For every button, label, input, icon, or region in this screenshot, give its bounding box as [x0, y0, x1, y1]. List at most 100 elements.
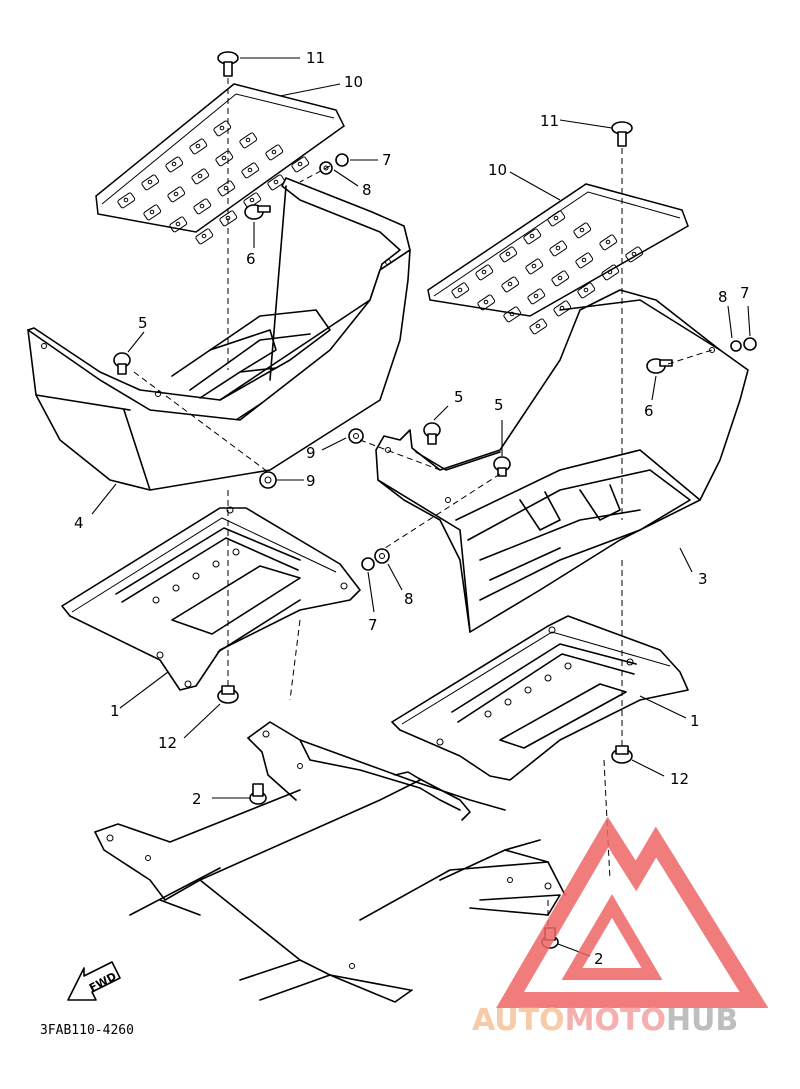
pad-cleat-hole	[607, 269, 613, 275]
part-label-2b: 2	[594, 950, 604, 968]
pad-cleat	[217, 180, 236, 197]
watermark: AUTOMOTOHUB	[472, 816, 769, 1038]
pad-cleat	[241, 162, 260, 179]
pad-cleat-hole	[583, 287, 589, 293]
bolt-5-left-icon	[113, 352, 131, 375]
pad-cleat-hole	[535, 323, 541, 329]
part-label-12b: 12	[670, 770, 689, 788]
nut-7-middle-icon	[361, 557, 375, 571]
watermark-logo-icon	[496, 816, 769, 1008]
pad-cleat	[213, 120, 232, 137]
watermark-hub: HUB	[666, 1003, 738, 1038]
pad-cleat-hole	[123, 197, 129, 203]
pad-cleat	[219, 210, 238, 227]
part-label-11a: 11	[306, 49, 325, 67]
nut-7-right-icon	[743, 337, 757, 351]
bolt-6-left-icon	[244, 204, 271, 220]
part-label-4: 4	[74, 514, 84, 532]
pad-cleat-hole	[197, 173, 203, 179]
nut-7-left-icon	[335, 153, 349, 167]
pad-cleat	[525, 258, 544, 275]
left-footrest-pad	[95, 83, 345, 245]
pad-cleat	[143, 204, 162, 221]
part-label-1b: 1	[690, 712, 700, 730]
pad-cleat-hole	[533, 293, 539, 299]
right-footrest-pad	[427, 183, 689, 335]
washer-8-middle-icon	[374, 548, 390, 564]
pad-cleat	[551, 270, 570, 287]
pad-cleat	[169, 216, 188, 233]
bolt-5-right-a-icon	[423, 422, 441, 445]
pad-cleat	[141, 174, 160, 191]
part-label-7a: 7	[382, 151, 392, 169]
pad-cleat-hole	[195, 143, 201, 149]
pad-cleat-hole	[509, 311, 515, 317]
pad-cleat	[599, 234, 618, 251]
pad-cleat-hole	[201, 233, 207, 239]
part-label-6a: 6	[246, 250, 256, 268]
part-label-2a: 2	[192, 790, 202, 808]
pad-cleat-hole	[173, 191, 179, 197]
pad-cleat-hole	[605, 239, 611, 245]
pad-cleat-hole	[271, 149, 277, 155]
part-label-12a: 12	[158, 734, 177, 752]
pad-cleat-hole	[531, 263, 537, 269]
pad-cleat	[215, 150, 234, 167]
pad-cleat	[291, 156, 310, 173]
pad-cleat-hole	[581, 257, 587, 263]
part-label-5a: 5	[138, 314, 148, 332]
pad-cleat-hole	[247, 167, 253, 173]
part-label-9b: 9	[306, 444, 316, 462]
part-label-1a: 1	[110, 702, 120, 720]
pad-cleat-hole	[147, 179, 153, 185]
pad-cleat	[117, 192, 136, 209]
part-label-11b: 11	[540, 112, 559, 130]
pad-cleat-hole	[553, 215, 559, 221]
part-label-10a: 10	[344, 73, 363, 91]
grommet-12-left-icon	[217, 685, 239, 704]
watermark-text: AUTOMOTOHUB	[472, 1003, 738, 1038]
watermark-moto: MOTO	[565, 1003, 666, 1038]
pad-cleat	[601, 264, 620, 281]
pad-cleat	[547, 210, 566, 227]
pad-cleat-hole	[219, 125, 225, 131]
pad-cleat	[503, 306, 522, 323]
pad-cleat	[265, 144, 284, 161]
frame-assembly	[94, 721, 566, 1003]
pad-cleat	[499, 246, 518, 263]
pad-cleat	[195, 228, 214, 245]
leader-lines	[91, 57, 751, 957]
pad-cleat	[189, 138, 208, 155]
pad-cleat-hole	[631, 251, 637, 257]
pad-cleat-hole	[273, 179, 279, 185]
pad-cleat-hole	[175, 221, 181, 227]
bolt-2-left-icon	[249, 783, 267, 805]
pad-cleat-hole	[149, 209, 155, 215]
pad-cleat	[549, 240, 568, 257]
pad-cleat-hole	[483, 299, 489, 305]
part-label-3: 3	[698, 570, 708, 588]
pad-cleat	[167, 186, 186, 203]
bolt-11-left-icon	[217, 51, 239, 77]
pad-cleat	[243, 192, 262, 209]
pad-cleat-hole	[171, 161, 177, 167]
right-footrest-guard	[375, 289, 749, 633]
pad-cleat-hole	[245, 137, 251, 143]
pad-cleat	[475, 264, 494, 281]
part-label-6b: 6	[644, 402, 654, 420]
pad-cleat-hole	[481, 269, 487, 275]
pad-cleat	[529, 318, 548, 335]
pad-cleat	[553, 300, 572, 317]
pad-cleat-hole	[249, 197, 255, 203]
part-label-7b: 7	[740, 284, 750, 302]
pad-cleat	[239, 132, 258, 149]
pad-cleat-hole	[457, 287, 463, 293]
pad-cleat	[267, 174, 286, 191]
pad-cleat	[523, 228, 542, 245]
pad-cleat	[625, 246, 644, 263]
pad-cleat-hole	[555, 245, 561, 251]
pad-cleat-hole	[529, 233, 535, 239]
diagram-code: 3FAB110-4260	[40, 1023, 134, 1038]
pad-cleat-hole	[505, 251, 511, 257]
